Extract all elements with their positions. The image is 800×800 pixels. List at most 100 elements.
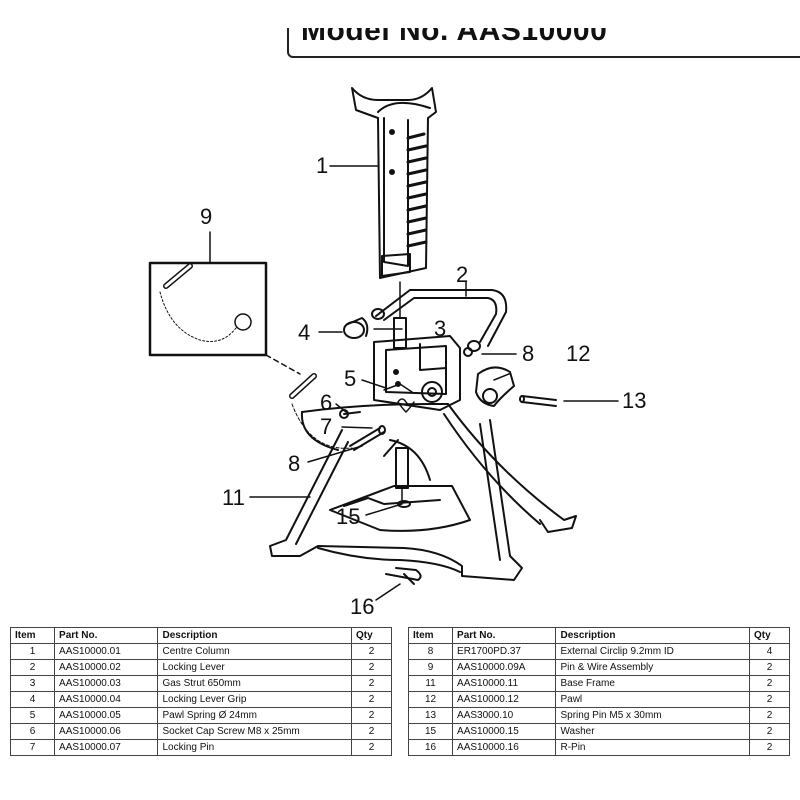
cell-description: Locking Pin	[157, 739, 353, 756]
table-header-row: Item Part No. Description Qty	[407, 627, 790, 644]
gas-strut-drawing	[393, 317, 411, 508]
cell-item: 1	[9, 643, 56, 660]
cell-part-no: AAS10000.11	[452, 675, 557, 692]
header-item: Item	[407, 627, 454, 644]
header-qty: Qty	[351, 627, 392, 644]
callout-16: 16	[350, 594, 375, 619]
cell-item: 16	[407, 739, 454, 756]
callout-5: 5	[344, 366, 357, 391]
header-part-no: Part No.	[54, 627, 159, 644]
pawl-drawing	[475, 366, 515, 407]
callout-6: 6	[320, 390, 333, 415]
cell-description: Centre Column	[157, 643, 353, 660]
cell-qty: 2	[351, 723, 392, 740]
callout-4: 4	[298, 320, 311, 345]
cell-description: Locking Lever	[157, 659, 353, 676]
cell-description: Pawl	[555, 691, 751, 708]
cell-description: Spring Pin M5 x 30mm	[555, 707, 751, 724]
cell-part-no: AAS10000.03	[54, 675, 159, 692]
cell-part-no: AAS10000.02	[54, 659, 159, 676]
callout-8-upper: 8	[522, 341, 535, 366]
cell-part-no: AAS10000.15	[452, 723, 557, 740]
cell-part-no: AAS10000.01	[54, 643, 159, 660]
header-description: Description	[555, 627, 751, 644]
callout-3: 3	[434, 316, 447, 341]
locking-pin-drawing	[349, 425, 386, 451]
cell-item: 8	[407, 643, 454, 660]
callout-13: 13	[622, 388, 647, 413]
callout-2: 2	[456, 262, 469, 287]
callout-8-lower: 8	[288, 451, 301, 476]
cell-item: 9	[407, 659, 454, 676]
cell-item: 7	[9, 739, 56, 756]
header-item: Item	[9, 627, 56, 644]
cell-qty: 2	[351, 691, 392, 708]
cell-item: 5	[9, 707, 56, 724]
cell-qty: 2	[351, 643, 392, 660]
cell-qty: 2	[351, 739, 392, 756]
callout-12: 12	[566, 341, 591, 366]
cell-item: 4	[9, 691, 56, 708]
cell-item: 2	[9, 659, 56, 676]
circlip-drawing	[463, 347, 473, 357]
cell-description: Socket Cap Screw M8 x 25mm	[157, 723, 353, 740]
model-number-banner: Model No. AAS10000	[287, 28, 800, 58]
cell-qty: 2	[749, 675, 790, 692]
cell-qty: 2	[749, 739, 790, 756]
lever-grip-drawing	[343, 308, 481, 352]
callout-1: 1	[316, 153, 329, 178]
cell-description: Pin & Wire Assembly	[555, 659, 751, 676]
centre-column-drawing	[351, 87, 437, 319]
cell-description: Washer	[555, 723, 751, 740]
cell-qty: 2	[749, 691, 790, 708]
cell-qty: 4	[749, 643, 790, 660]
cell-qty: 2	[351, 659, 392, 676]
cell-part-no: ER1700PD.37	[452, 643, 557, 660]
model-number-text: Model No. AAS10000	[301, 28, 608, 47]
cell-qty: 2	[749, 707, 790, 724]
cell-description: External Circlip 9.2mm ID	[555, 643, 751, 660]
pin-wire-assembly-box	[148, 231, 301, 375]
cell-item: 15	[407, 723, 454, 740]
cell-description: Pawl Spring Ø 24mm	[157, 707, 353, 724]
cell-part-no: AAS10000.09A	[452, 659, 557, 676]
base-frame-drawing	[269, 403, 577, 581]
r-pin-drawing	[385, 567, 422, 585]
callout-11: 11	[222, 485, 245, 510]
cell-item: 6	[9, 723, 56, 740]
pawl-spring-drawing	[339, 383, 415, 419]
cell-part-no: AAS10000.04	[54, 691, 159, 708]
cell-part-no: AAS10000.05	[54, 707, 159, 724]
cell-qty: 2	[749, 659, 790, 676]
exploded-view-diagram	[148, 87, 619, 601]
cell-part-no: AAS10000.16	[452, 739, 557, 756]
cell-part-no: AAS10000.06	[54, 723, 159, 740]
cell-qty: 2	[749, 723, 790, 740]
locking-lever-drawing	[375, 289, 508, 347]
spring-pin-drawing	[519, 395, 557, 407]
cell-item: 12	[407, 691, 454, 708]
header-part-no: Part No.	[452, 627, 557, 644]
cell-part-no: AAS10000.12	[452, 691, 557, 708]
pin-drawing	[289, 373, 353, 449]
cell-description: Base Frame	[555, 675, 751, 692]
cell-part-no: AAS10000.07	[54, 739, 159, 756]
callout-7: 7	[320, 414, 333, 439]
pawl-housing-drawing	[373, 335, 461, 411]
cell-qty: 2	[351, 675, 392, 692]
